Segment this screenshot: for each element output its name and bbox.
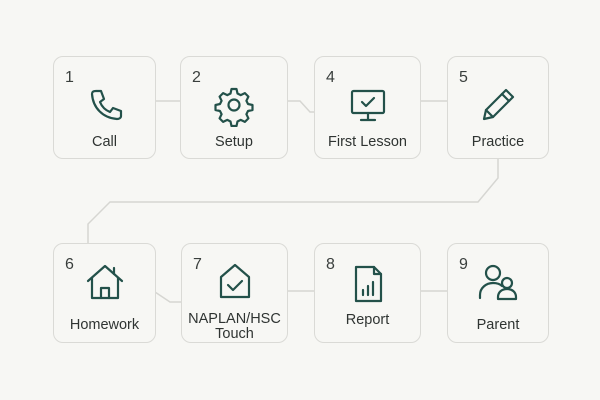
step-label: Homework xyxy=(69,317,140,333)
step-number: 5 xyxy=(459,69,468,86)
step-card-first-lesson: 4 First Lesson xyxy=(314,56,421,159)
step-card-setup: 2 Setup xyxy=(180,56,288,159)
step-number: 2 xyxy=(192,69,201,86)
phone-icon xyxy=(83,83,127,127)
connector-5-6 xyxy=(87,158,499,243)
connector-6-7 xyxy=(154,291,181,303)
report-chart-icon xyxy=(346,262,390,306)
step-label: First Lesson xyxy=(328,134,407,150)
step-label-line2: Touch xyxy=(215,326,254,342)
step-number: 9 xyxy=(459,256,468,273)
step-label: Practice xyxy=(471,134,525,150)
house-icon xyxy=(83,260,127,304)
gear-icon xyxy=(212,83,256,127)
step-label-line1: NAPLAN/HSC xyxy=(188,311,281,327)
step-card-parent: 9 Parent xyxy=(447,243,549,343)
step-label: Setup xyxy=(215,134,253,150)
step-number: 7 xyxy=(193,256,202,273)
step-card-report: 8 Report xyxy=(314,243,421,343)
step-card-naplan-hsc-touch: 7 NAPLAN/HSC Touch xyxy=(181,243,288,343)
step-number: 1 xyxy=(65,69,74,86)
pencil-icon xyxy=(476,83,520,127)
step-label: Call xyxy=(92,134,117,150)
step-number: 4 xyxy=(326,69,335,86)
step-card-practice: 5 Practice xyxy=(447,56,549,159)
connector-2-4 xyxy=(288,100,314,113)
step-label: Report xyxy=(345,312,390,328)
monitor-check-icon xyxy=(346,83,390,127)
step-label: Parent xyxy=(476,317,520,333)
step-number: 8 xyxy=(326,256,335,273)
step-card-call: 1 Call xyxy=(53,56,156,159)
house-check-icon xyxy=(213,258,257,302)
step-number: 6 xyxy=(65,256,74,273)
step-card-homework: 6 Homework xyxy=(53,243,156,343)
parent-people-icon xyxy=(476,260,520,304)
